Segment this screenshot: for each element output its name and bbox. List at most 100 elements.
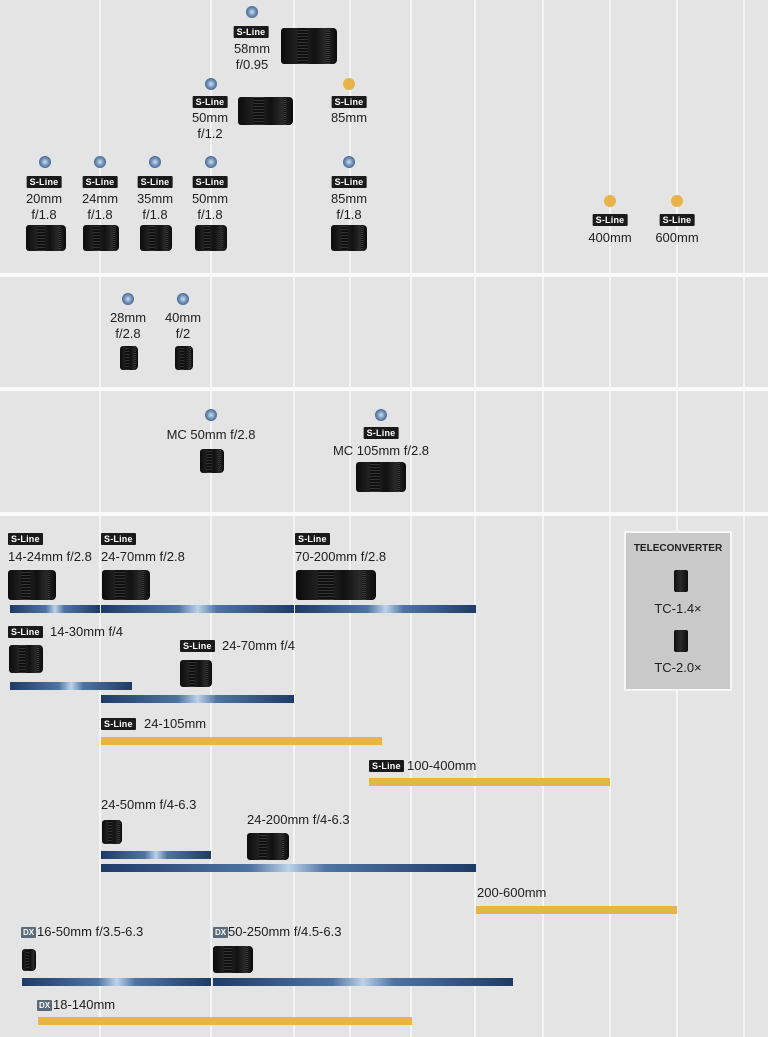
zoom-label[interactable]: 70-200mm f/2.8 bbox=[295, 549, 387, 564]
zoom-label[interactable]: 24-50mm f/4-6.3 bbox=[101, 797, 197, 812]
gridline bbox=[410, 0, 412, 1037]
lens-aperture: f/1.8 bbox=[87, 207, 113, 222]
zoom-label[interactable]: 24-105mm bbox=[144, 716, 207, 731]
gold-dot-icon bbox=[604, 195, 616, 207]
blue-dot-icon bbox=[94, 156, 106, 168]
sline-badge: S-Line bbox=[331, 96, 367, 108]
sline-badge: S-Line bbox=[8, 626, 43, 638]
lens-icon bbox=[175, 346, 193, 370]
blue-dot-icon bbox=[246, 6, 258, 18]
blue-dot-icon bbox=[375, 409, 387, 421]
range-bar bbox=[101, 851, 211, 859]
zoom-label[interactable]: 18-140mm bbox=[53, 997, 116, 1012]
lens-aperture: f/0.95 bbox=[235, 57, 269, 72]
zoom-label[interactable]: 24-70mm f/2.8 bbox=[101, 549, 185, 564]
lens-aperture: f/1.8 bbox=[31, 207, 57, 222]
range-bar bbox=[101, 695, 294, 703]
lens-icon bbox=[356, 462, 406, 492]
blue-dot-icon bbox=[343, 156, 355, 168]
sline-badge: S-Line bbox=[101, 718, 136, 730]
zoom-label[interactable]: 14-30mm f/4 bbox=[50, 624, 123, 639]
sline-badge: S-Line bbox=[369, 760, 404, 772]
sline-badge: S-Line bbox=[233, 26, 269, 38]
gridline bbox=[99, 0, 101, 1037]
lens-icon bbox=[281, 28, 337, 64]
lens-focal: 50mm bbox=[191, 110, 229, 125]
zoom-label[interactable]: 14-24mm f/2.8 bbox=[8, 549, 92, 564]
lens-aperture: f/1.8 bbox=[142, 207, 168, 222]
lens-focal: 58mm bbox=[233, 41, 271, 56]
teleconverter-icon bbox=[674, 570, 688, 592]
lens-label[interactable]: MC 105mm f/2.8 bbox=[332, 443, 430, 458]
lens-icon bbox=[331, 225, 367, 251]
lens-label[interactable]: MC 50mm f/2.8 bbox=[166, 427, 256, 442]
lens-focal: 20mm bbox=[25, 191, 63, 206]
dx-badge: DX bbox=[21, 927, 37, 938]
lens-label[interactable]: 400mm bbox=[588, 230, 632, 245]
zoom-label[interactable]: 200-600mm bbox=[477, 885, 547, 900]
sline-badge: S-Line bbox=[592, 214, 628, 226]
lens-icon bbox=[195, 225, 227, 251]
zoom-label[interactable]: 24-200mm f/4-6.3 bbox=[247, 812, 350, 827]
sline-badge: S-Line bbox=[82, 176, 118, 188]
section-divider bbox=[0, 512, 768, 516]
lens-aperture: f/1.8 bbox=[197, 207, 223, 222]
sline-badge: S-Line bbox=[137, 176, 173, 188]
gridline bbox=[609, 0, 611, 1037]
gridline bbox=[210, 0, 212, 1037]
gridline bbox=[349, 0, 351, 1037]
zoom-label[interactable]: 50-250mm f/4.5-6.3 bbox=[228, 924, 342, 939]
lens-icon bbox=[26, 225, 66, 251]
range-bar bbox=[10, 682, 132, 690]
sline-badge: S-Line bbox=[331, 176, 367, 188]
gridline bbox=[542, 0, 544, 1037]
lens-icon bbox=[213, 946, 253, 973]
lens-label[interactable]: 85mm bbox=[331, 110, 367, 126]
lens-icon bbox=[140, 225, 172, 251]
tc14-label[interactable]: TC-1.4× bbox=[654, 601, 702, 616]
sline-badge: S-Line bbox=[192, 96, 228, 108]
range-bar bbox=[101, 864, 476, 872]
lens-icon bbox=[83, 225, 119, 251]
sline-badge: S-Line bbox=[295, 533, 330, 545]
zoom-label[interactable]: 16-50mm f/3.5-6.3 bbox=[37, 924, 144, 939]
range-bar bbox=[22, 978, 211, 986]
blue-dot-icon bbox=[205, 409, 217, 421]
zoom-label[interactable]: 24-70mm f/4 bbox=[222, 638, 295, 653]
lens-focal: 35mm bbox=[136, 191, 174, 206]
gridline bbox=[474, 0, 476, 1037]
lens-focal: 28mm bbox=[109, 310, 147, 325]
sline-badge: S-Line bbox=[180, 640, 215, 652]
gold-dot-icon bbox=[343, 78, 355, 90]
tc20-label[interactable]: TC-2.0× bbox=[654, 660, 702, 675]
lens-icon bbox=[102, 820, 122, 844]
sline-badge: S-Line bbox=[192, 176, 228, 188]
teleconverter-title: TELECONVERTER bbox=[633, 543, 723, 554]
section-divider bbox=[0, 273, 768, 277]
section-divider bbox=[0, 387, 768, 391]
blue-dot-icon bbox=[122, 293, 134, 305]
lens-icon bbox=[22, 949, 36, 971]
lens-focal: 85mm bbox=[330, 191, 368, 206]
dx-badge: DX bbox=[37, 1000, 53, 1011]
lens-icon bbox=[247, 833, 289, 860]
gridline bbox=[676, 0, 678, 1037]
lens-label[interactable]: 600mm bbox=[655, 230, 699, 245]
lens-aperture: f/1.8 bbox=[336, 207, 362, 222]
blue-dot-icon bbox=[205, 156, 217, 168]
gridline bbox=[743, 0, 745, 1037]
sline-badge: S-Line bbox=[8, 533, 43, 545]
lens-icon bbox=[180, 660, 212, 687]
teleconverter-icon bbox=[674, 630, 688, 652]
blue-dot-icon bbox=[149, 156, 161, 168]
zoom-label[interactable]: 100-400mm bbox=[407, 758, 477, 773]
